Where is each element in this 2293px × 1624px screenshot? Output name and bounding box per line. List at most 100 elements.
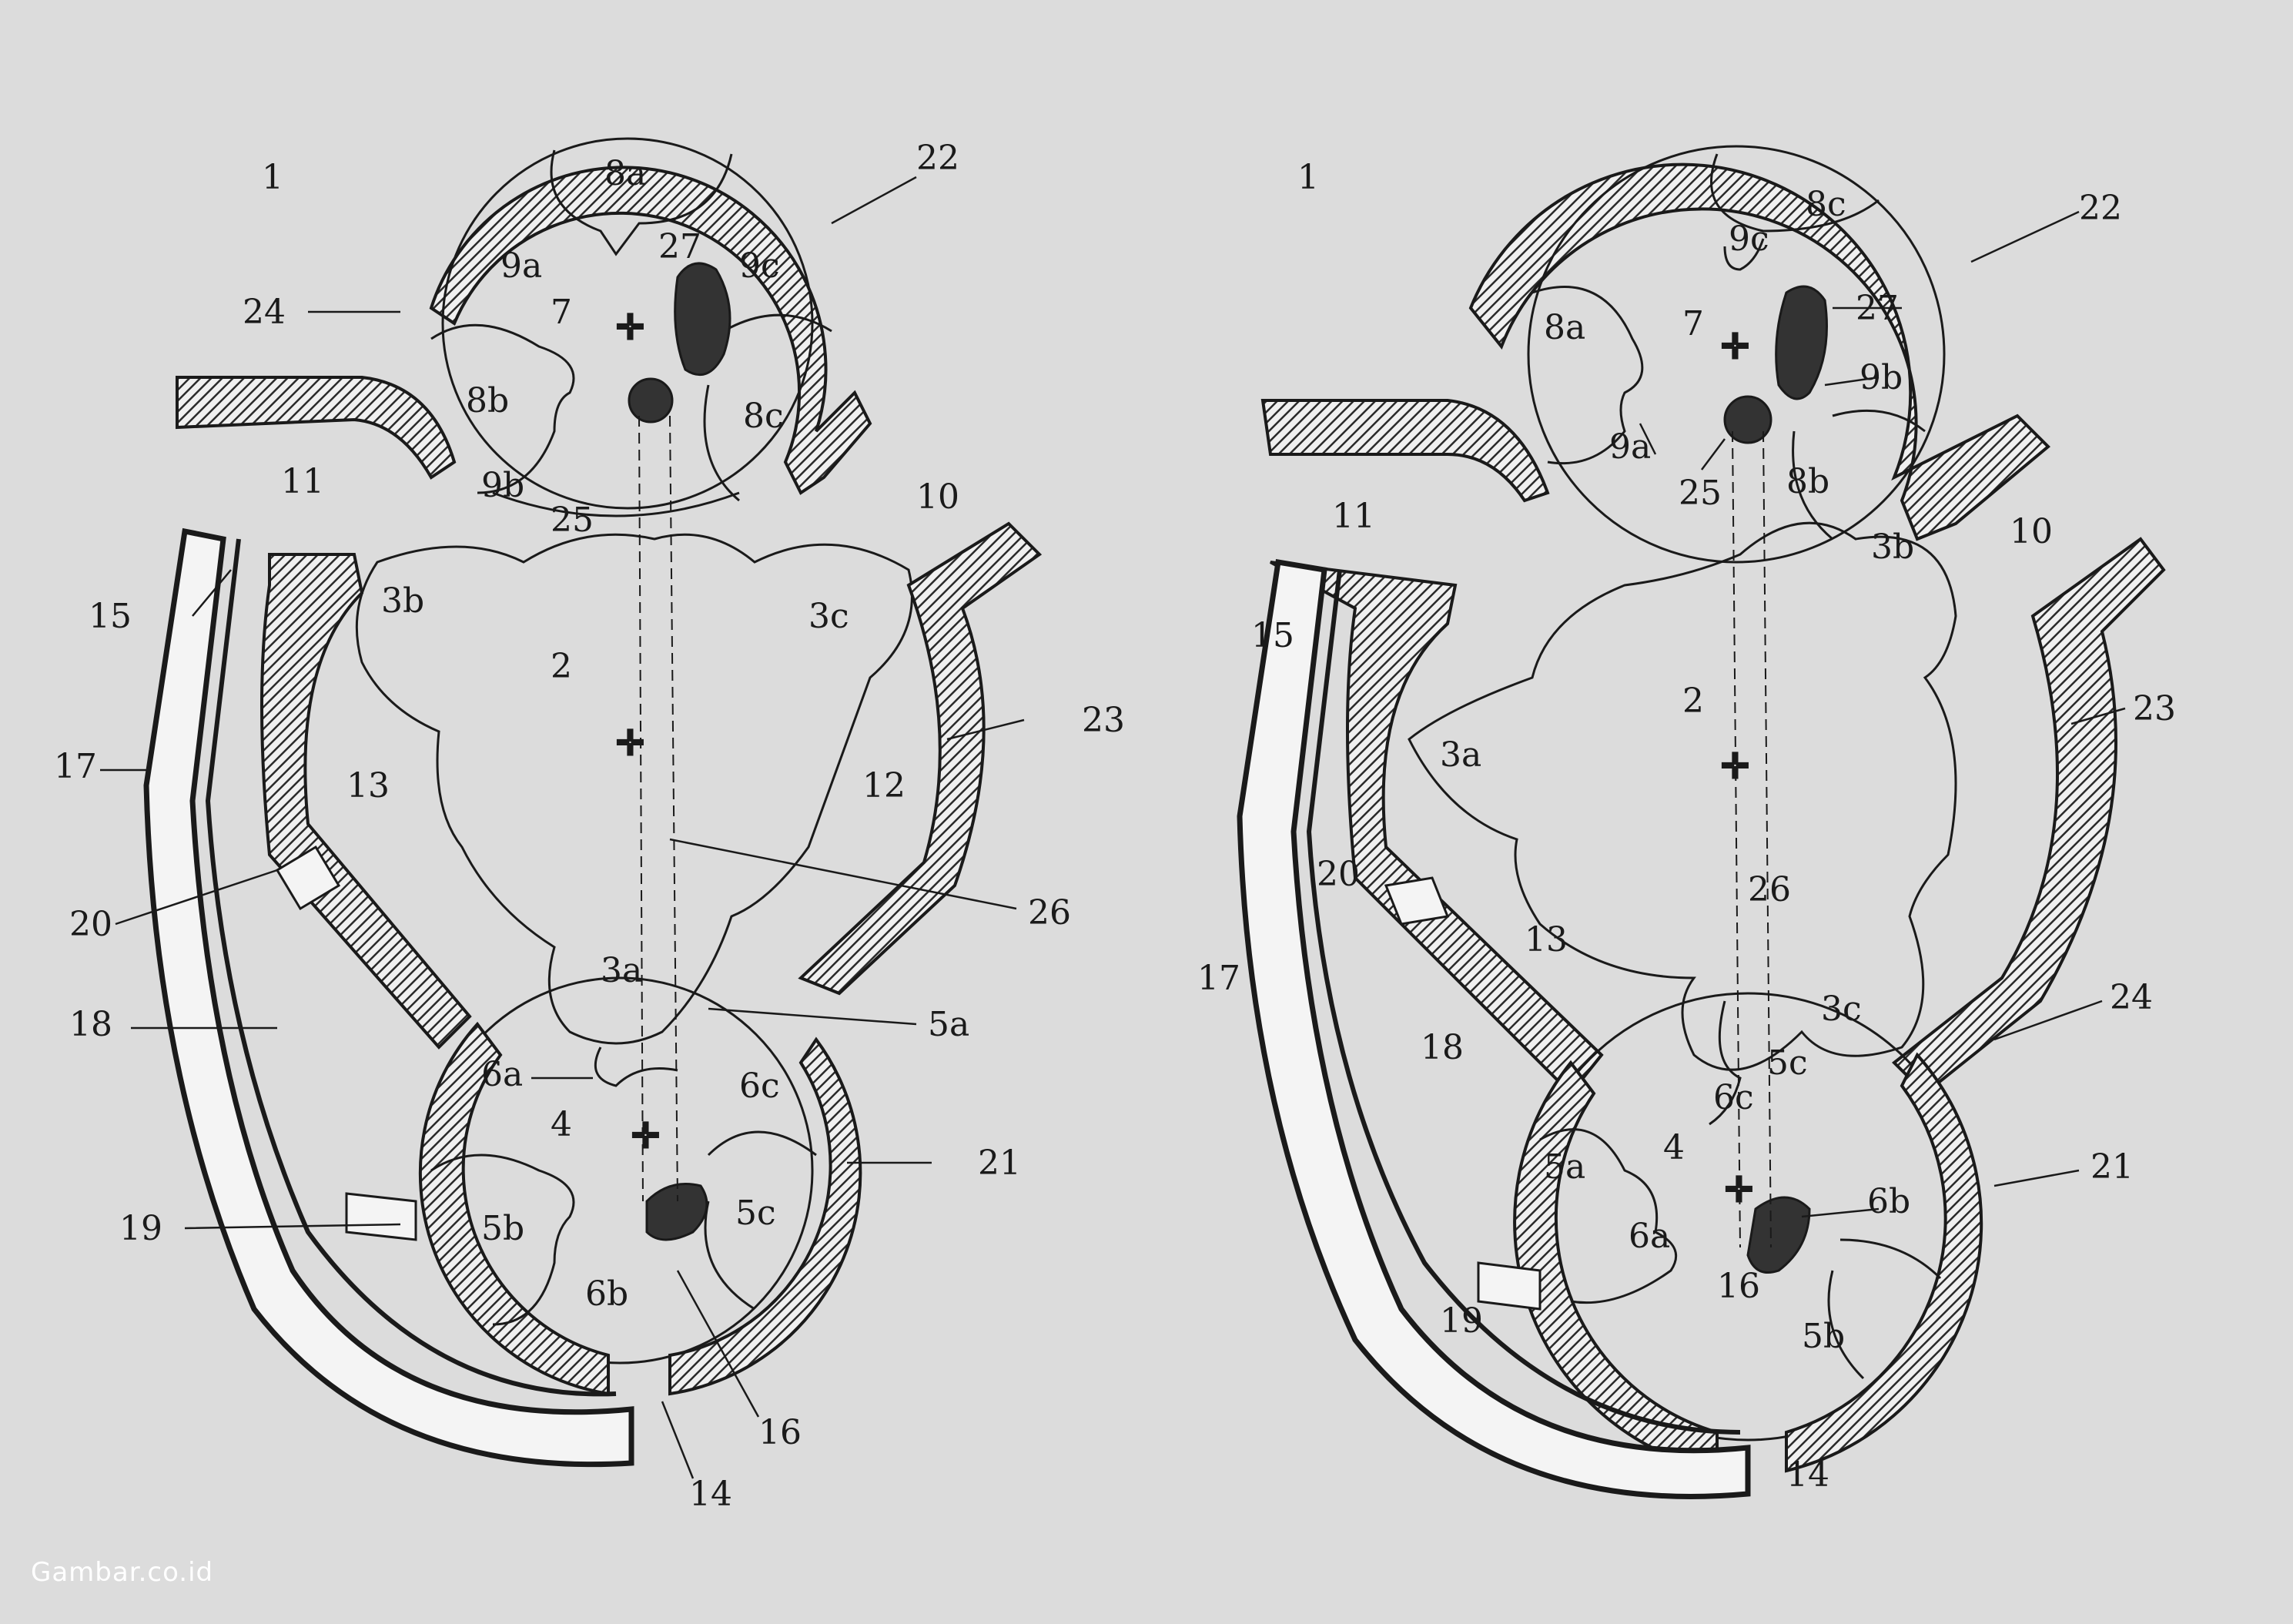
left-label-18: 18 [69, 1005, 112, 1044]
right-axis-26b [1762, 430, 1772, 1248]
right-label-26: 26 [1748, 870, 1791, 909]
left-left-wall [260, 553, 472, 1050]
right-label-25: 25 [1679, 474, 1722, 513]
right-label-2: 2 [1682, 681, 1704, 721]
right-label-6b: 6b [1867, 1182, 1910, 1221]
right-label-6a: 6a [1629, 1217, 1670, 1256]
right-seal-27 [1775, 285, 1828, 400]
left-label-21: 21 [978, 1143, 1021, 1183]
left-label-12: 12 [862, 766, 905, 805]
left-channel-20 [275, 845, 417, 1241]
right-label-8a: 8a [1544, 308, 1585, 347]
left-label-2: 2 [551, 647, 572, 686]
left-lower-housing-wall [668, 1036, 862, 1396]
left-label-9c: 9c [739, 246, 780, 286]
left-fig-number: 1 [262, 158, 283, 197]
right-label-23: 23 [2133, 689, 2176, 728]
right-leader-lines [1639, 210, 2126, 1218]
left-label-5b: 5b [481, 1209, 524, 1248]
right-upper-rotor-circle [1527, 145, 1946, 564]
right-seal-25 [1723, 395, 1772, 444]
left-label-8c: 8c [743, 397, 784, 436]
left-seal-25 [628, 377, 674, 424]
right-label-19: 19 [1440, 1301, 1483, 1341]
left-axis-26 [638, 415, 644, 1202]
left-rotation-mark-lower: ✛ [631, 1117, 660, 1156]
left-label-13: 13 [346, 766, 390, 805]
left-label-6a: 6a [481, 1055, 523, 1094]
left-label-8b: 8b [466, 381, 509, 420]
right-channel-17 [1237, 558, 1751, 1499]
left-label-4: 4 [551, 1105, 572, 1144]
left-label-22: 22 [916, 139, 959, 178]
right-label-27: 27 [1856, 289, 1899, 328]
right-label-16: 16 [1717, 1267, 1760, 1306]
left-label-27: 27 [658, 227, 701, 266]
right-label-3b: 3b [1871, 527, 1914, 567]
left-label-20: 20 [69, 905, 112, 944]
left-label-9b: 9b [481, 466, 524, 505]
right-lower-housing-wall [1785, 1052, 1983, 1473]
right-label-8b: 8b [1786, 462, 1829, 501]
right-label-6c: 6c [1713, 1078, 1754, 1117]
left-label-10: 10 [916, 477, 959, 517]
right-label-5b: 5b [1802, 1317, 1845, 1356]
left-axis-26b [669, 415, 678, 1202]
left-channel-17 [143, 527, 634, 1468]
right-label-14: 14 [1786, 1455, 1829, 1495]
left-upper-side-bar [176, 376, 457, 480]
right-label-3c: 3c [1821, 989, 1862, 1029]
left-leader-lines [100, 176, 1025, 1479]
left-panel: ✛ ✛ ✛ [100, 137, 1043, 1479]
right-label-24: 24 [2110, 978, 2153, 1017]
right-left-wall [1270, 561, 1604, 1096]
right-label-21: 21 [2090, 1147, 2134, 1187]
right-panel: ✛ ✛ ✛ [1237, 145, 2166, 1499]
right-right-wall-23 [1891, 537, 2166, 1096]
left-label-3a: 3a [601, 951, 642, 990]
right-axis-26 [1732, 430, 1741, 1248]
left-rotation-mark-center: ✛ [616, 724, 644, 763]
left-channel-18 [205, 538, 617, 1397]
right-label-11: 11 [1332, 497, 1375, 536]
left-label-25: 25 [551, 501, 594, 540]
right-label-9c: 9c [1729, 219, 1769, 259]
left-upper-rotor-lobes [430, 149, 832, 502]
right-label-4: 4 [1663, 1128, 1685, 1167]
right-central-rotor [1408, 521, 1957, 1071]
left-upper-rotor-circle [441, 137, 814, 510]
right-label-5c: 5c [1767, 1043, 1808, 1083]
right-rotation-mark-center: ✛ [1721, 747, 1749, 786]
left-label-3c: 3c [808, 597, 849, 636]
left-label-11: 11 [281, 462, 324, 501]
left-label-6b: 6b [585, 1274, 628, 1314]
right-label-18: 18 [1421, 1028, 1464, 1067]
left-label-5c: 5c [735, 1194, 776, 1233]
right-seal-16 [1746, 1196, 1811, 1274]
left-upper-housing-wall [429, 166, 872, 495]
left-label-7: 7 [551, 293, 572, 332]
left-label-9a: 9a [500, 246, 542, 286]
right-rotation-mark-lower: ✛ [1725, 1170, 1753, 1210]
right-label-10: 10 [2010, 512, 2053, 551]
left-label-5a: 5a [928, 1005, 969, 1044]
left-seal-27 [674, 262, 731, 377]
right-label-5a: 5a [1544, 1147, 1585, 1187]
left-label-17: 17 [54, 747, 97, 786]
right-label-17: 17 [1197, 959, 1240, 998]
right-channel-20 [1384, 876, 1541, 1311]
left-label-24: 24 [243, 293, 286, 332]
right-label-20: 20 [1317, 855, 1360, 894]
left-label-6c: 6c [739, 1066, 780, 1106]
left-label-3b: 3b [381, 581, 424, 621]
right-label-9a: 9a [1609, 427, 1651, 467]
right-rotation-mark-upper: ✛ [1721, 327, 1749, 367]
right-lower-rotor-lobes [1539, 1000, 1942, 1380]
left-labels: 1 8a 9a 27 9c 7 8b 8c 9b 25 22 24 11 10 … [54, 139, 1125, 1514]
right-channel-18 [1306, 569, 1741, 1435]
right-label-22: 22 [2079, 189, 2122, 228]
watermark: Gambar.co.id [31, 1557, 214, 1588]
right-fig-number: 1 [1297, 158, 1319, 197]
right-label-13: 13 [1525, 920, 1568, 959]
